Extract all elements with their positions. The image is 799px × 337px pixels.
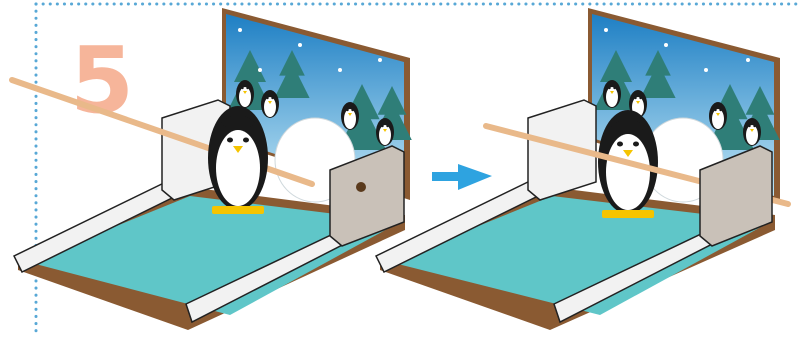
panel-after [376,8,788,330]
dowel-hole [356,182,366,192]
arrow-right-icon [432,164,492,190]
